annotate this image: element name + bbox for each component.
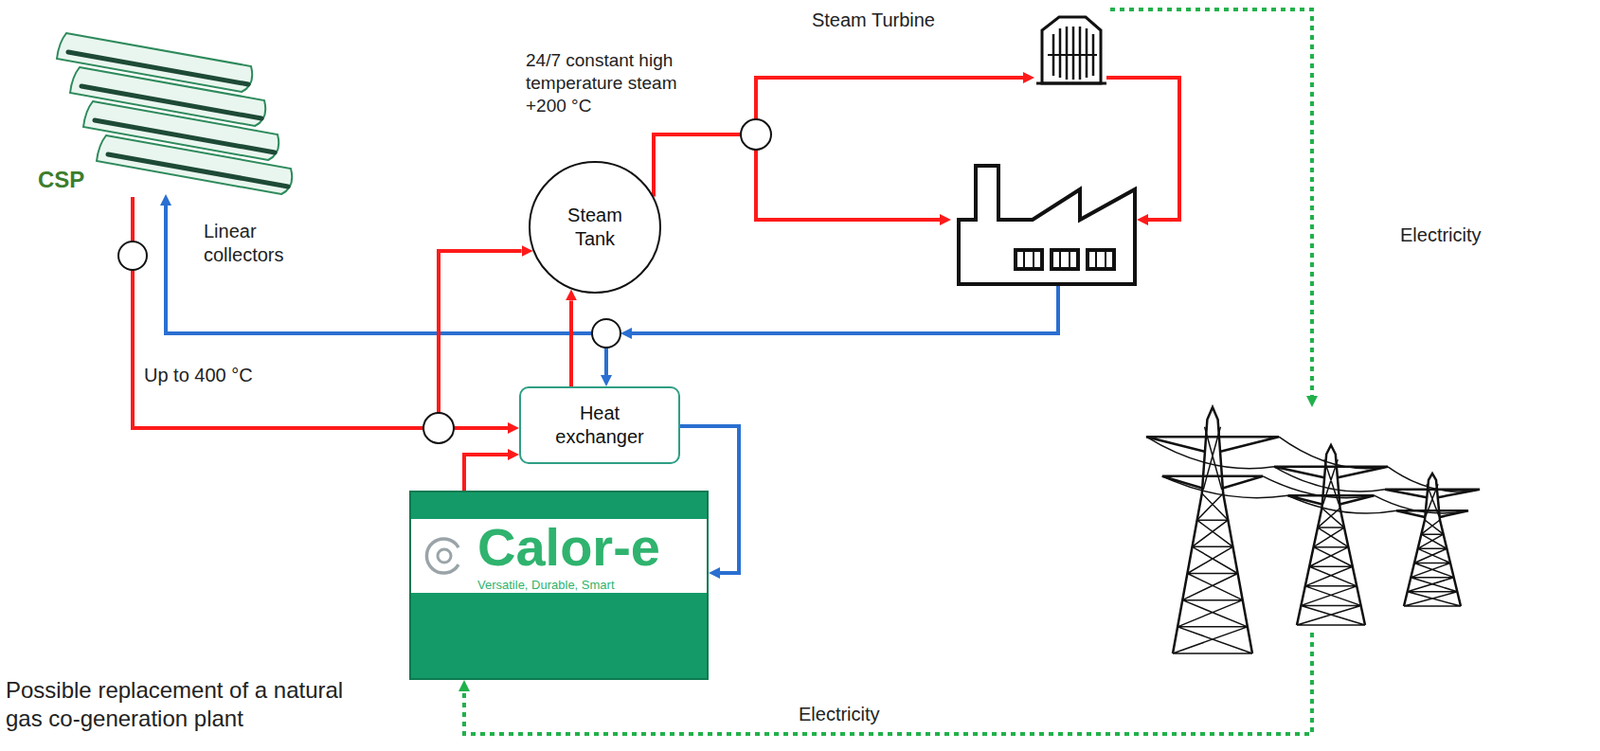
pylon-body xyxy=(1172,407,1253,654)
turbine-blades xyxy=(1053,26,1094,80)
logo-mark xyxy=(422,534,467,578)
factory-window xyxy=(1015,250,1043,270)
steam-pipe xyxy=(1106,77,1180,220)
steam-note: 24/7 constant high temperature steam +20… xyxy=(525,49,716,117)
factory-outline xyxy=(958,165,1135,285)
pylon xyxy=(1274,445,1388,626)
pylon-arms xyxy=(1146,436,1279,489)
power-grid xyxy=(1146,407,1480,654)
logo-arc xyxy=(426,539,459,574)
tank-label-box: Steam Tank xyxy=(547,203,643,252)
electricity-line xyxy=(1110,9,1313,396)
solar-field-label: CSP xyxy=(37,166,85,194)
factory-icon xyxy=(958,165,1135,285)
steam-pipe xyxy=(464,454,508,491)
turbine-casing xyxy=(1042,17,1101,84)
pylon xyxy=(1146,407,1279,654)
valve-junction xyxy=(592,319,621,348)
pylon-lattice xyxy=(1403,484,1461,607)
steam-pipe xyxy=(132,197,508,429)
node-label: Steam Tank xyxy=(547,203,643,252)
hx-label-box: Heat exchanger xyxy=(547,401,652,450)
temperature-label: Up to 400 °C xyxy=(143,363,253,388)
valve-junction xyxy=(740,119,772,150)
return-pipe xyxy=(631,286,1059,334)
pylon-lattice xyxy=(1296,459,1366,626)
turbine-shaft xyxy=(1047,53,1097,56)
node-label: Heat exchanger xyxy=(547,401,652,450)
solar-field: CSP xyxy=(35,26,297,198)
steam-pipe xyxy=(132,197,522,429)
power-wire xyxy=(1274,467,1385,492)
pylon xyxy=(1384,473,1480,607)
power-wire xyxy=(1278,436,1388,469)
flow-label: Electricity xyxy=(798,702,881,727)
power-wire xyxy=(1387,467,1480,492)
power-wire xyxy=(1146,436,1275,469)
factory-window xyxy=(1087,250,1115,270)
steam-turbine: Steam Turbine xyxy=(1034,11,1107,90)
turbine-base xyxy=(1036,82,1107,86)
heat-exchanger: Heat exchanger xyxy=(519,386,681,465)
trough-mirror xyxy=(96,135,292,195)
factory-window xyxy=(1051,250,1079,270)
valve-junction xyxy=(118,241,147,270)
logo-dot xyxy=(437,549,451,563)
return-pipe xyxy=(604,347,609,376)
brand-tagline: Versatile, Durable, Smart xyxy=(477,577,707,593)
footnote: Possible replacement of a natural gas co… xyxy=(5,676,380,734)
turbine-icon xyxy=(1036,17,1107,84)
pylon-body xyxy=(1296,445,1366,626)
turbine-heading: Steam Turbine xyxy=(811,9,935,32)
steam-pipe xyxy=(755,148,940,220)
collector-label: Linear collectors xyxy=(203,219,308,268)
heat-storage-unit: Calor-eVersatile, Durable, Smart xyxy=(409,490,709,681)
pylon-lattice xyxy=(1172,427,1253,654)
power-wire xyxy=(1374,495,1469,514)
steam-pipe xyxy=(569,300,574,387)
receiver-tube xyxy=(107,154,288,187)
valve-junction xyxy=(423,413,454,444)
pylon-arms xyxy=(1274,467,1388,505)
solar-collectors xyxy=(56,33,292,195)
logo-band: Calor-eVersatile, Durable, Smart xyxy=(411,519,707,594)
steam-tank: Steam Tank xyxy=(528,161,662,294)
power-wire xyxy=(1262,476,1374,499)
brand-name: Calor-e xyxy=(477,521,707,575)
pylon-body xyxy=(1403,473,1461,607)
window-bars xyxy=(1024,250,1106,270)
flow-label: Electricity xyxy=(1400,223,1482,248)
